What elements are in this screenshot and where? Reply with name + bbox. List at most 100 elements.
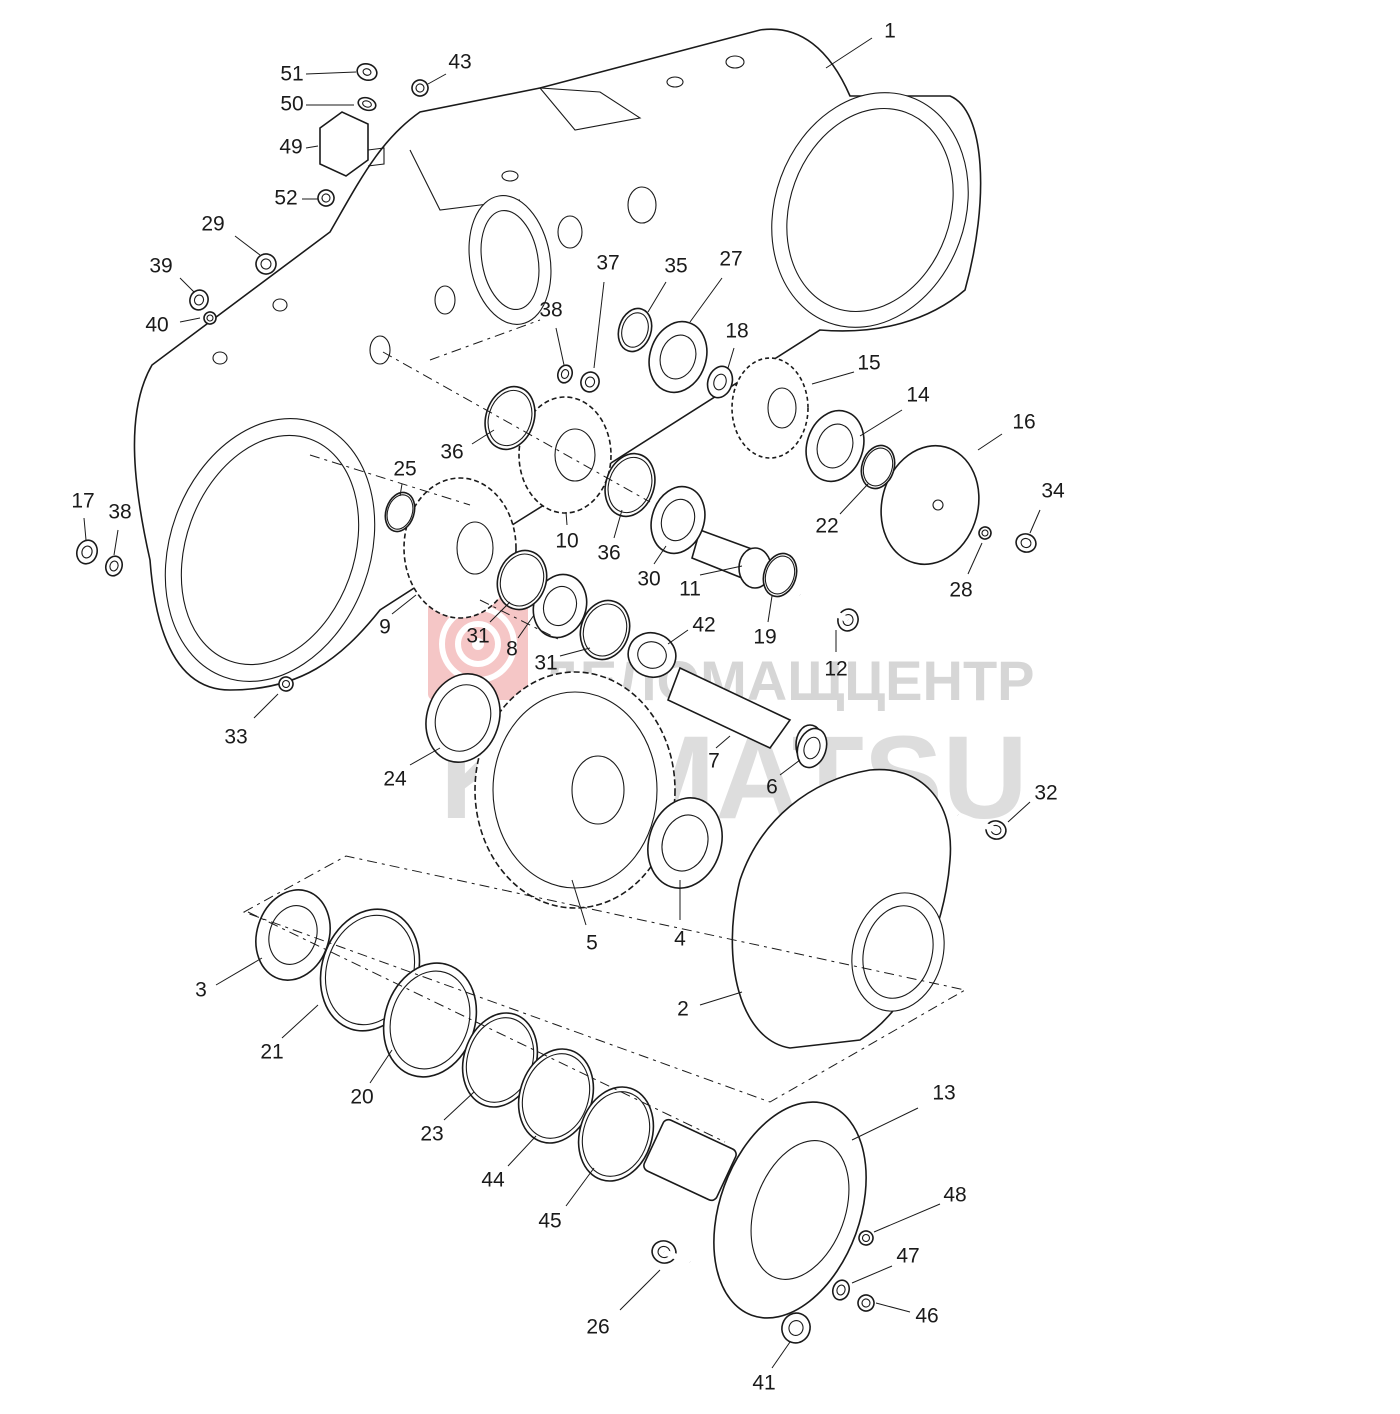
- spacer-11: [691, 528, 772, 589]
- bolt-51: [356, 62, 378, 82]
- leader-c5: [571, 879, 587, 926]
- callout-label-c3: 3: [195, 979, 207, 1002]
- plug-37: [580, 371, 600, 393]
- snap-ring-19: [762, 552, 798, 598]
- cup-24: [425, 672, 501, 764]
- leader-c46: [875, 1302, 911, 1313]
- leader-c13: [851, 1107, 919, 1141]
- leader-c36b: [613, 509, 623, 539]
- callout-label-c48: 48: [943, 1184, 966, 1207]
- callout-label-c52: 52: [274, 187, 297, 210]
- leader-c10: [565, 511, 568, 526]
- bearing-30: [650, 485, 706, 555]
- callout-label-c36b: 36: [597, 542, 620, 565]
- callout-label-c15: 15: [857, 352, 880, 375]
- leader-c31b: [559, 647, 591, 657]
- leader-c35: [647, 281, 667, 313]
- subassembly-boundary: [242, 855, 967, 1103]
- callout-label-c5: 5: [586, 932, 598, 955]
- callout-label-c7: 7: [708, 750, 720, 773]
- spacer-18: [706, 365, 734, 399]
- leader-c51: [305, 71, 357, 75]
- leader-c9: [391, 594, 417, 615]
- bolt-52: [317, 189, 335, 207]
- callout-label-c41: 41: [752, 1372, 775, 1395]
- callout-label-c39: 39: [149, 255, 172, 278]
- callout-label-c2: 2: [677, 998, 689, 1021]
- leader-c16: [977, 433, 1003, 451]
- plug-29: [255, 253, 277, 275]
- leader-c44: [507, 1135, 537, 1167]
- plug-46: [857, 1294, 875, 1312]
- callout-label-c8: 8: [506, 638, 518, 661]
- gear-15: [731, 357, 809, 459]
- leader-c11: [699, 565, 743, 576]
- pin-33: [278, 676, 294, 692]
- callout-label-c21: 21: [260, 1041, 283, 1064]
- bolt-34: [1015, 533, 1037, 553]
- leader-c15: [811, 371, 855, 385]
- leader-c40: [179, 317, 201, 323]
- callout-label-c47: 47: [896, 1245, 919, 1268]
- bearing-and-ring-parts: [75, 62, 1037, 1344]
- leader-c8: [517, 614, 535, 639]
- callout-label-c12: 12: [824, 658, 847, 681]
- leader-c47: [851, 1265, 893, 1284]
- callout-label-c38a: 38: [539, 299, 562, 322]
- snap-ring-31a: [496, 549, 548, 611]
- callout-label-c13: 13: [932, 1082, 955, 1105]
- callout-labels: 1234567891011121314151617181920212223242…: [71, 20, 1065, 1395]
- callout-label-c23: 23: [420, 1123, 443, 1146]
- leader-c17: [83, 517, 87, 541]
- callout-label-c18: 18: [725, 320, 748, 343]
- leader-c43: [427, 73, 447, 85]
- leader-c22: [839, 483, 869, 515]
- main-housing: [133, 28, 982, 691]
- callout-label-c19: 19: [753, 626, 776, 649]
- washer-47: [831, 1279, 851, 1301]
- callout-label-c44: 44: [481, 1169, 505, 1192]
- gear-10: [518, 396, 612, 514]
- callout-label-c33: 33: [224, 726, 247, 749]
- leader-c7: [715, 735, 731, 749]
- assembly-centre-lines: [247, 319, 726, 1143]
- callout-label-c34: 34: [1041, 480, 1065, 503]
- callout-label-c37: 37: [596, 252, 619, 275]
- callout-label-c36a: 36: [440, 441, 463, 464]
- leader-c39: [179, 277, 195, 293]
- leader-c37: [593, 281, 605, 369]
- callout-label-c16: 16: [1012, 411, 1035, 434]
- callout-label-c43: 43: [448, 51, 471, 74]
- leader-c24: [409, 747, 441, 766]
- leader-c33: [253, 693, 279, 719]
- leader-c20: [369, 1049, 393, 1084]
- callout-label-c30: 30: [637, 568, 660, 591]
- leader-c38b: [113, 529, 119, 556]
- leader-c19: [767, 595, 773, 623]
- callout-label-c50: 50: [280, 93, 303, 116]
- callout-label-c32: 32: [1034, 782, 1057, 805]
- callout-label-c42: 42: [692, 614, 715, 637]
- leader-c25: [399, 483, 403, 497]
- callout-label-c1: 1: [884, 20, 896, 43]
- ring-35: [617, 307, 653, 353]
- bolt-28: [978, 526, 992, 540]
- callout-label-c29: 29: [201, 213, 224, 236]
- callout-label-c20: 20: [350, 1086, 373, 1109]
- leader-c31a: [489, 601, 511, 623]
- callout-label-c31b: 31: [534, 652, 557, 675]
- leader-c18: [727, 347, 735, 369]
- callout-label-c31a: 31: [466, 625, 489, 648]
- leader-c49: [305, 145, 319, 149]
- callout-label-c35: 35: [664, 255, 687, 278]
- leader-c27: [689, 277, 723, 323]
- callout-label-c28: 28: [949, 579, 972, 602]
- gear-9: [403, 477, 517, 619]
- cover-plate-16: [880, 444, 980, 566]
- gear-5: [474, 671, 676, 909]
- bolt-43: [411, 79, 429, 97]
- cover-housing: [731, 768, 952, 1049]
- callout-label-c14: 14: [906, 384, 930, 407]
- leader-c45: [565, 1167, 595, 1207]
